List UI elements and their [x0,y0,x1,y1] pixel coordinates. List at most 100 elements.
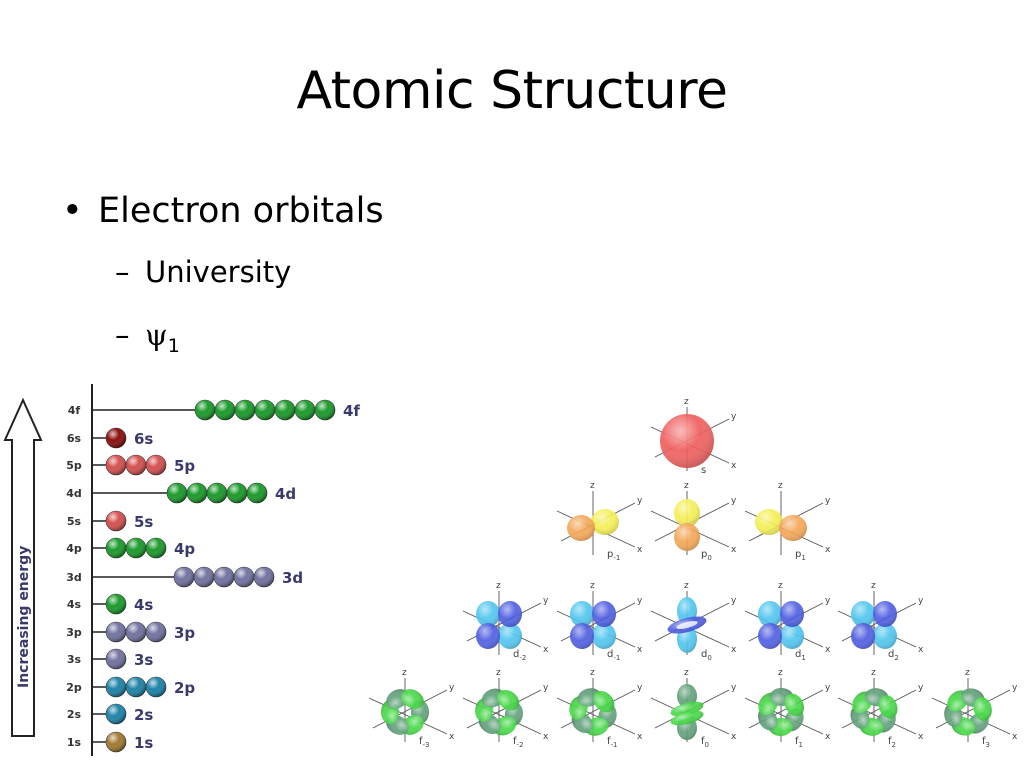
axis-z-label: z [496,581,501,591]
level-label-right: 1s [134,734,153,752]
subbullet-text: University [145,255,292,289]
ball-shade [227,483,247,503]
lobe-shade [670,710,704,726]
orbital-label: d0 [701,649,712,662]
level-label-left: 5p [66,459,82,472]
ball-shade [254,567,274,587]
lobe-shade [497,689,520,711]
lobe-shade [660,414,714,468]
axis-z-label: z [684,397,689,407]
level-label-left: 3p [66,626,82,639]
level-label-left: 3s [67,653,82,666]
level-label-right: 2p [174,679,195,697]
axis-x-label: x [825,545,831,555]
level-label-right: 4s [134,596,153,614]
axis-x-label: x [543,732,549,742]
axis-y-label: y [731,683,737,693]
ball-shade [126,538,146,558]
axis-x-label: x [731,732,737,742]
ball-shade [215,400,235,420]
axis-x-label: x [1012,732,1018,742]
axis-z-label: z [684,481,689,491]
lobe-shade [592,623,616,649]
ball-shade [106,677,126,697]
level-label-right: 5p [174,457,195,475]
subbullet-university: –University [115,255,291,290]
psi-letter: ψ [145,318,168,352]
level-label-left: 4p [66,542,82,555]
lobe-shade [592,601,616,627]
ball-shade [106,455,126,475]
axis-x-label: x [918,732,924,742]
axis-x-label: x [637,545,643,555]
axis-y-label: y [449,683,455,693]
orbital-label: d1 [795,649,806,662]
psi-subscript: 1 [167,334,180,357]
lobe-shade [873,601,897,627]
axis-x-label: x [543,645,549,655]
axis-y-label: y [543,596,549,606]
axis-y-label: y [825,596,831,606]
axis-z-label: z [684,668,689,678]
ball-shade [146,538,166,558]
lobe-shade [674,499,700,527]
level-label-right: 3p [174,624,195,642]
lobe-shade [570,623,594,649]
level-label-left: 3d [66,571,82,584]
axis-y-label: y [1012,683,1018,693]
bullet-electron-orbitals: •Electron orbitals [62,190,384,232]
ball-shade [126,677,146,697]
ball-shade [275,400,295,420]
lobe-shade [674,523,700,551]
level-label-right: 6s [134,430,153,448]
ball-shade [106,732,126,752]
level-label-right: 2s [134,706,153,724]
axis-z-label: z [590,581,595,591]
ball-shade [146,677,166,697]
axis-x-label: x [637,645,643,655]
axis-x-label: x [731,545,737,555]
ball-shade [106,622,126,642]
axis-x-label: x [731,645,737,655]
ball-shade [187,483,207,503]
level-label-right: 4f [343,402,360,420]
lobe-shade [498,623,522,649]
energy-level-5p: 5p 5p [66,454,195,476]
axis-y-label: y [918,683,924,693]
axis-x-label: x [449,732,455,742]
axis-z-label: z [496,668,501,678]
lobe-shade [784,693,804,717]
slide-title: Atomic Structure [296,61,728,121]
lobe-shade [498,601,522,627]
axis-y-label: y [731,496,737,506]
orbital-label: d-1 [607,649,620,662]
lobe-shade [670,701,704,717]
level-label-right: 3d [282,569,303,587]
lobe-shade [476,623,500,649]
ball-shade [106,704,126,724]
level-label-left: 5s [67,515,82,528]
level-label-right: 3s [134,651,153,669]
lobe-shade [570,601,594,627]
orbital-label: f3 [982,736,990,749]
ball-shade [106,428,126,448]
axis-z-label: z [778,481,783,491]
bullet-dot: • [62,191,83,231]
orbital-label: f-3 [419,736,430,749]
subbullet-dash: – [115,255,130,289]
